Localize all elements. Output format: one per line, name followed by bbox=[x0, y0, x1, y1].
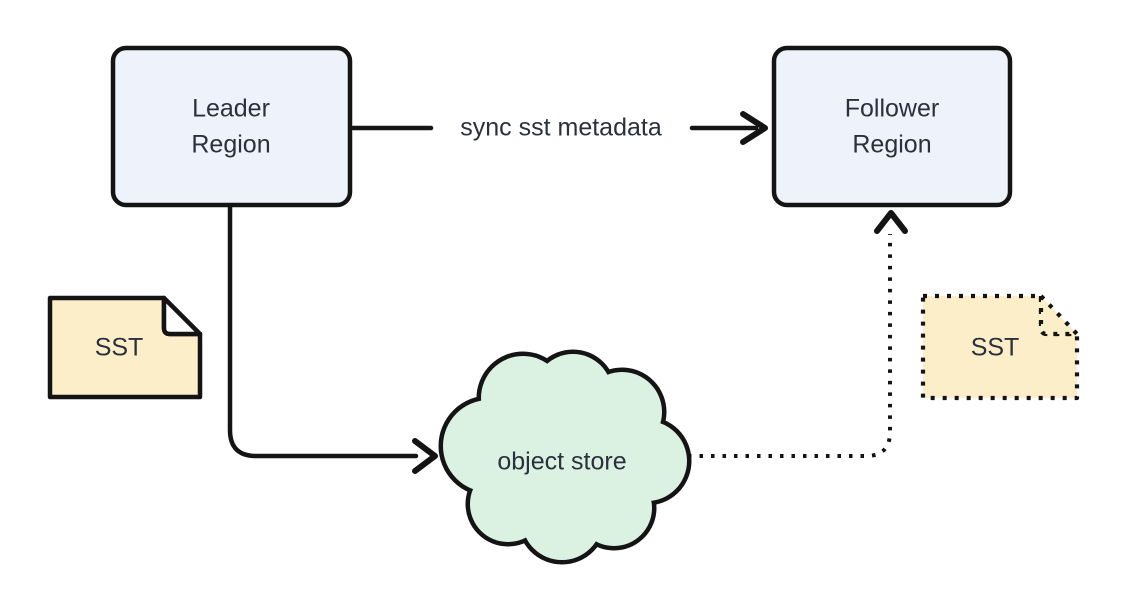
arrowhead-right-icon bbox=[412, 438, 438, 474]
edge-object-store-to-follower bbox=[688, 210, 908, 458]
arrowhead-up-icon bbox=[874, 210, 908, 234]
follower-region-label: Follower Region bbox=[844, 94, 940, 159]
sst-document-right bbox=[920, 293, 1080, 401]
follower-region-node bbox=[771, 45, 1013, 208]
download-edge-path bbox=[688, 234, 892, 458]
sst-left-label: SST bbox=[94, 333, 144, 362]
upload-edge-path bbox=[227, 204, 419, 459]
leader-region-label: Leader Region bbox=[191, 94, 271, 159]
sst-right-label: SST bbox=[970, 333, 1020, 362]
leader-region-node bbox=[110, 45, 353, 208]
sst-document-left bbox=[47, 295, 203, 400]
document-fold-corner-icon bbox=[1038, 293, 1080, 337]
edge-leader-to-object-store bbox=[227, 204, 438, 474]
sync-edge-label: sync sst metadata bbox=[460, 113, 662, 142]
document-body bbox=[920, 293, 1080, 401]
cloud-fill-icon bbox=[443, 354, 687, 560]
object-store-node bbox=[438, 349, 692, 565]
arrowhead-right-icon bbox=[740, 111, 768, 145]
object-store-label: object store bbox=[497, 447, 627, 476]
edge-sync-sst-metadata bbox=[350, 111, 768, 145]
document-fold-corner-icon bbox=[161, 295, 203, 337]
